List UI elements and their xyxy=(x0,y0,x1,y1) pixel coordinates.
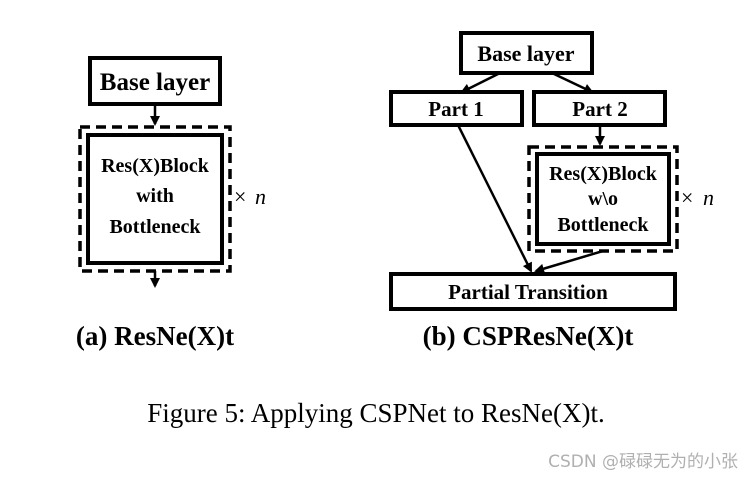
a-caption: (a) ResNe(X)t xyxy=(76,321,234,351)
b-caption: (b) CSPResNe(X)t xyxy=(423,321,634,351)
panel-a: Base layer Res(X)Block with Bottleneck ×… xyxy=(76,56,266,351)
b-part1-box xyxy=(389,90,524,127)
watermark: CSDN @碌碌无为的小张 xyxy=(548,452,738,472)
b-arrow-base-to-part1 xyxy=(460,71,501,94)
b-resblock-line2: w\o xyxy=(588,188,618,210)
b-part1-label: Part 1 xyxy=(428,97,483,121)
b-arrow-base-to-part2 xyxy=(551,71,594,94)
b-transition-label: Partial Transition xyxy=(448,280,608,304)
a-resblock-line3: Bottleneck xyxy=(109,216,201,238)
b-base-layer-label: Base layer xyxy=(477,41,574,66)
a-resblock-box xyxy=(86,133,224,265)
b-arrow-part1-to-transition xyxy=(456,124,533,273)
figure-caption: Figure 5: Applying CSPNet to ResNe(X)t. xyxy=(147,398,605,428)
b-resblock-line1: Res(X)Block xyxy=(549,163,658,185)
b-resblock-line3: Bottleneck xyxy=(557,214,649,236)
b-resblock-box xyxy=(535,152,671,246)
cspnet-diagram: Base layer Res(X)Block with Bottleneck ×… xyxy=(76,31,714,351)
b-arrow-block-to-transition xyxy=(534,249,604,274)
b-part2-label: Part 2 xyxy=(572,97,627,121)
a-base-layer-label: Base layer xyxy=(100,69,210,96)
a-resblock-line2: with xyxy=(136,185,174,207)
a-times-symbol: × xyxy=(234,184,246,209)
b-times-symbol: × xyxy=(681,185,693,210)
panel-b: Base layer Part 1 Part 2 Res(X)Block w\o… xyxy=(389,31,714,351)
a-resblock-line1: Res(X)Block xyxy=(101,155,210,177)
b-base-layer-box xyxy=(459,31,594,75)
b-times-n: n xyxy=(703,185,714,210)
a-times-n: n xyxy=(255,184,266,209)
b-transition-box xyxy=(389,272,677,311)
